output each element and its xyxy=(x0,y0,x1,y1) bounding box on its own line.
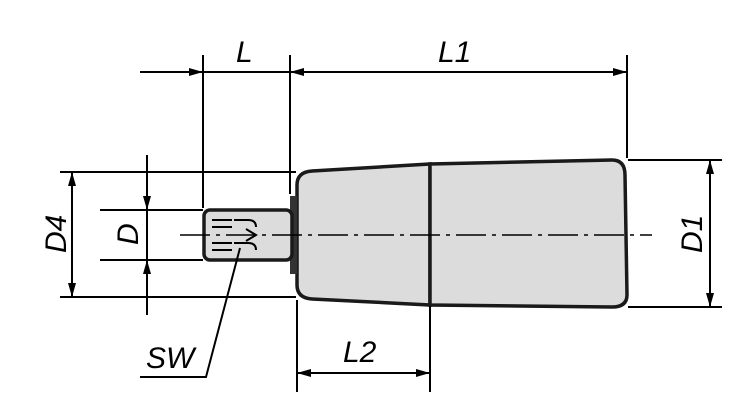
label-d4: D4 xyxy=(40,215,73,253)
dimension-lines xyxy=(68,68,714,378)
label-l1: L1 xyxy=(438,36,471,69)
extension-lines xyxy=(60,55,722,392)
handle-body xyxy=(290,158,629,309)
label-l2: L2 xyxy=(343,336,377,369)
label-sw: SW xyxy=(146,342,197,375)
label-d: D xyxy=(112,223,145,245)
label-d1: D1 xyxy=(676,215,709,253)
label-l: L xyxy=(236,36,253,69)
